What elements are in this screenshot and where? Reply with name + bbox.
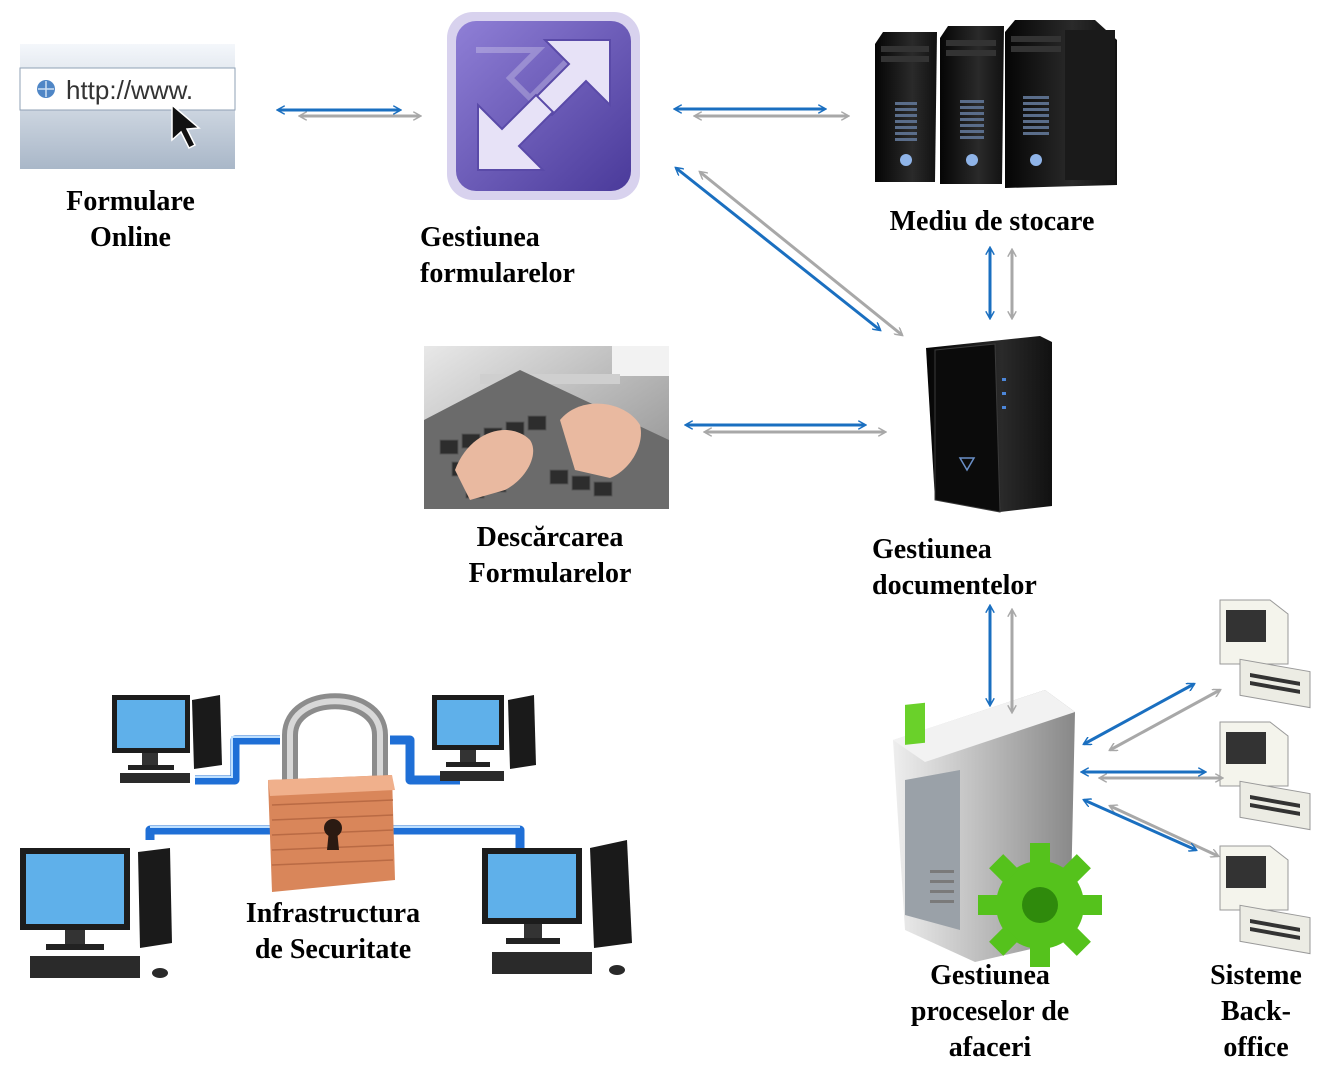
label-backoffice: Sisteme Back- office bbox=[1210, 960, 1302, 1063]
label-document-management: Gestiunea documentelor bbox=[872, 534, 1037, 601]
label-security: Infrastructura de Securitate bbox=[245, 898, 421, 965]
label-storage: Mediu de stocare bbox=[889, 206, 1095, 237]
browser-url-icon: http://www. bbox=[19, 44, 236, 169]
tower-server-icon bbox=[926, 336, 1052, 513]
arrow-bpm-backoffice-3 bbox=[1110, 806, 1218, 856]
keyboard-typing-icon bbox=[424, 346, 669, 509]
arrow-formmgmt-docmgmt bbox=[700, 172, 902, 335]
label-online-forms: Formulare Online bbox=[66, 186, 195, 253]
url-text: http://www. bbox=[66, 75, 193, 105]
padlock-network-icon bbox=[20, 693, 632, 978]
infopath-icon bbox=[447, 12, 640, 200]
label-form-management: Gestiunea formularelor bbox=[420, 222, 575, 289]
retro-computer-icon bbox=[1219, 599, 1311, 955]
label-form-download: Descărcarea Formularelor bbox=[468, 522, 632, 589]
label-business-process: Gestiunea proceselor de afaceri bbox=[910, 960, 1070, 1063]
server-rack-icon bbox=[875, 20, 1117, 188]
server-gear-icon bbox=[893, 690, 1102, 967]
connector-arrows bbox=[278, 109, 1222, 856]
